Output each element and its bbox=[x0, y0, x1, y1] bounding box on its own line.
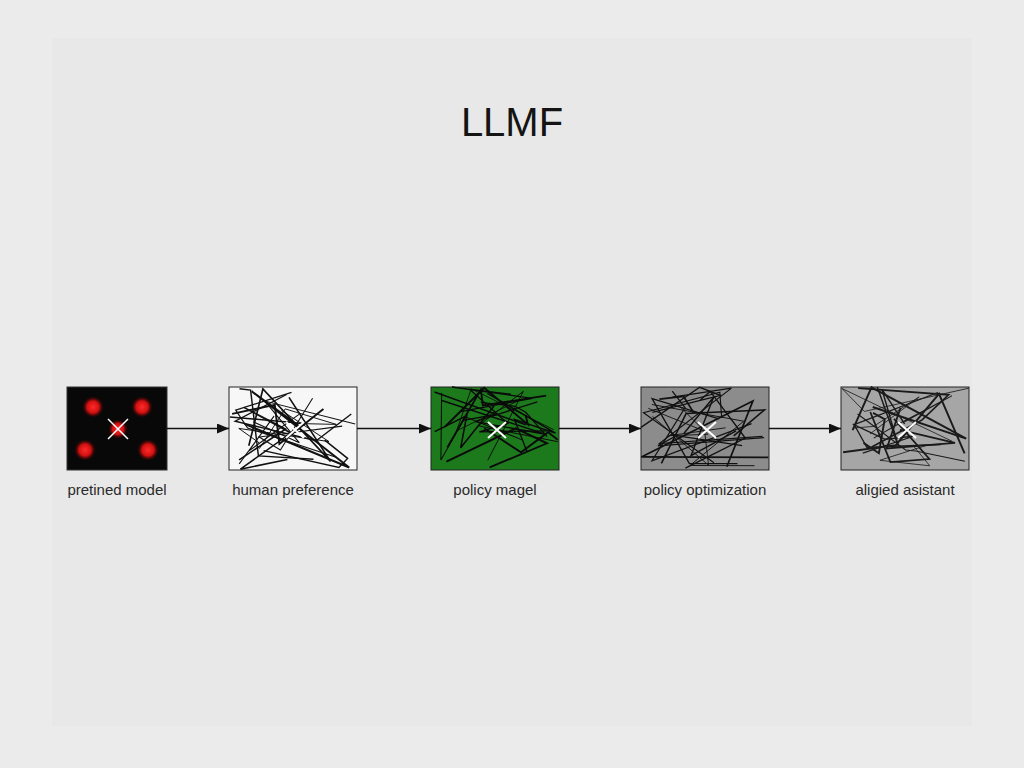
box-label: pretined model bbox=[65, 481, 169, 498]
crack-line bbox=[669, 407, 726, 436]
arrow-connector bbox=[167, 428, 229, 430]
crack-line bbox=[659, 396, 693, 413]
process-box: aligied asistant bbox=[839, 387, 971, 498]
crack-line bbox=[652, 399, 737, 464]
crack-line bbox=[644, 392, 722, 463]
box-label: human preference bbox=[227, 481, 359, 498]
crack-line bbox=[240, 389, 314, 460]
policy-model-illustration bbox=[431, 387, 559, 470]
box-label: policy magel bbox=[429, 481, 561, 498]
arrow-connector bbox=[559, 428, 641, 430]
process-box: policy optimization bbox=[639, 387, 771, 498]
crack-line bbox=[435, 392, 526, 425]
process-box: pretined model bbox=[65, 387, 169, 498]
crack-line bbox=[864, 413, 885, 453]
box-frame bbox=[229, 387, 357, 470]
box-frame bbox=[431, 387, 559, 470]
cross-mark bbox=[286, 422, 304, 438]
crack-line bbox=[880, 446, 930, 466]
box-label: aligied asistant bbox=[839, 481, 971, 498]
arrow-connector bbox=[357, 428, 431, 430]
crack-line bbox=[435, 406, 494, 448]
assistant-illustration bbox=[841, 387, 969, 470]
process-box: human preference bbox=[227, 387, 359, 498]
crack-line bbox=[249, 389, 331, 461]
title: LLMF bbox=[0, 100, 1024, 145]
cross-mark bbox=[898, 422, 916, 438]
cross-mark bbox=[488, 422, 506, 438]
crack-line bbox=[236, 392, 336, 457]
crack-line bbox=[259, 409, 336, 449]
crack-line bbox=[842, 388, 969, 441]
cross-mark bbox=[698, 422, 716, 438]
pretrained-illustration bbox=[67, 387, 167, 470]
crack-line bbox=[858, 414, 965, 461]
arrow-connector bbox=[769, 428, 841, 430]
process-box: policy magel bbox=[429, 387, 561, 498]
box-label: policy optimization bbox=[639, 481, 771, 498]
box-frame bbox=[841, 387, 969, 470]
box-frame bbox=[67, 387, 167, 470]
box-frame bbox=[641, 387, 769, 470]
crack-line bbox=[659, 388, 762, 444]
optimization-illustration bbox=[641, 387, 769, 470]
preference-illustration bbox=[229, 387, 357, 470]
